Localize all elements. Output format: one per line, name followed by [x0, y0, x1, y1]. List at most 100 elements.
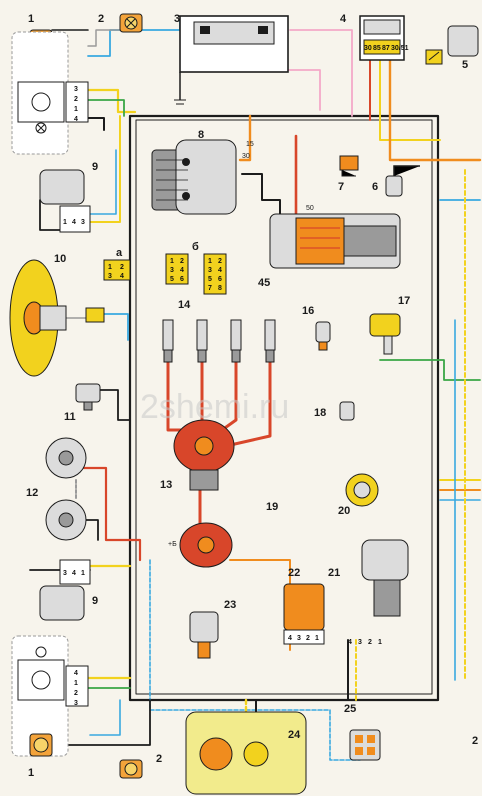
block-b2-pin-3: 4 [218, 267, 222, 274]
block-b1-pin-3: 4 [180, 267, 184, 274]
relay22-pin-0: 4 [288, 635, 292, 642]
block-a-pin-0: 1 [108, 264, 112, 271]
oil-pressure-sensor [339, 401, 355, 421]
brake-sensor [345, 473, 379, 507]
terminal-plus-b: +Б [168, 541, 177, 548]
wire-pink-top-2 [289, 29, 353, 117]
distributor [173, 419, 235, 491]
wire-red-ht-3 [220, 358, 238, 432]
sensor-17 [369, 313, 401, 355]
wire-red-ht-4 [224, 358, 272, 448]
component-number-25: 25 [344, 703, 356, 715]
component-number-2b: 2 [156, 753, 162, 765]
component-number-21: 21 [328, 567, 340, 579]
wire-green-headlight-top [87, 99, 125, 117]
headlight-top-pin-2: 1 [74, 106, 78, 113]
block-a-label: а [116, 247, 123, 259]
wiper-motor [361, 539, 409, 617]
component-number-9a: 9 [92, 161, 98, 173]
spark-plug-2 [196, 319, 208, 363]
washer-bottom-pin-1: 4 [72, 570, 76, 577]
switch-7 [339, 155, 359, 177]
headlight-top-pin-1: 2 [74, 96, 78, 103]
headlight-top-pin-0: 3 [74, 86, 78, 93]
component-number-14: 14 [178, 299, 191, 311]
relay-pin-3: 30/51 [391, 45, 409, 52]
wire-yellow-relay [379, 59, 441, 141]
wire-blue-bottom [149, 559, 361, 761]
block-b2-pin-1: 2 [218, 258, 222, 265]
ignition-coil [179, 522, 233, 568]
side-repeater-bottom [119, 759, 143, 779]
headlight-top-pin-3: 4 [74, 116, 78, 123]
component-number-17: 17 [398, 295, 410, 307]
connector-block-b2 [203, 253, 227, 295]
washer-pump-bottom [39, 559, 91, 621]
horn-lower [45, 499, 87, 541]
terminal-30: 30 [242, 153, 250, 160]
right-top-sensor [425, 25, 479, 65]
component-number-13: 13 [160, 479, 172, 491]
side-repeater-top [119, 13, 143, 33]
wire-black-inner-frame [135, 119, 433, 695]
block-b1-pin-5: 6 [180, 276, 184, 283]
wire-orange-gen [238, 114, 252, 162]
component-number-7: 7 [338, 181, 344, 193]
wire-black-main-frame [128, 114, 440, 702]
spark-plug-1 [162, 319, 174, 363]
wire-black-headlight-top [87, 117, 105, 131]
component-number-10: 10 [54, 253, 66, 265]
wire-grey-headlight-top [87, 29, 131, 47]
component-number-24: 24 [288, 729, 301, 741]
wire-blue-lamp-bottom [89, 699, 121, 736]
component-number-5: 5 [462, 59, 468, 71]
spark-plug-3 [230, 319, 242, 363]
relay22-pin-3: 1 [315, 635, 319, 642]
wiper-pin-1: 3 [358, 639, 362, 646]
headlight-bottom-pin-3: 3 [74, 700, 78, 707]
relay-pin-1: 85 [373, 45, 381, 52]
sensor-6 [385, 165, 420, 197]
generator [151, 139, 237, 215]
block-b2-pin-7: 8 [218, 285, 222, 292]
block-b2-pin-6: 7 [208, 285, 212, 292]
fan-sensor [75, 383, 101, 411]
block-a-pin-2: 3 [108, 273, 112, 280]
block-b1-pin-4: 5 [170, 276, 174, 283]
wire-black-lamp-bottom [51, 699, 151, 746]
wire-yellow-washer-top [89, 115, 121, 223]
spark-plug-4 [264, 319, 276, 363]
component-number-9b: 9 [92, 595, 98, 607]
component-number-8: 8 [198, 129, 204, 141]
relay22-pin-2: 2 [306, 635, 310, 642]
component-number-1a: 1 [28, 13, 34, 25]
washer-top-pin-0: 1 [63, 219, 67, 226]
wiper-pin-3: 1 [378, 639, 382, 646]
block-b2-pin-2: 3 [208, 267, 212, 274]
wire-black-fan-sensor [99, 389, 131, 421]
block-b1-pin-1: 2 [180, 258, 184, 265]
temp-sensor [315, 321, 331, 351]
terminal-15: 15 [246, 141, 254, 148]
wire-black-gen [241, 173, 281, 241]
block-a-pin-3: 4 [120, 273, 124, 280]
wiper-pin-0: 4 [348, 639, 352, 646]
wire-orange-right [388, 58, 482, 162]
component-number-23: 23 [224, 599, 236, 611]
page-marker: 2 [472, 735, 478, 747]
component-number-15: 45 [258, 277, 270, 289]
relay-23 [189, 611, 219, 659]
component-number-20: 20 [338, 505, 350, 517]
block-b2-pin-4: 5 [208, 276, 212, 283]
headlight-block-bottom [11, 635, 89, 757]
headlight-block-top [11, 31, 89, 155]
cooling-fan [9, 259, 105, 377]
relay-pin-0: 30 [364, 45, 372, 52]
washer-top-pin-2: 3 [81, 219, 85, 226]
wire-red-horn [82, 466, 142, 562]
component-number-1b: 1 [28, 767, 34, 779]
wire-black-horn [83, 519, 99, 541]
headlight-bottom-pin-1: 1 [74, 680, 78, 687]
